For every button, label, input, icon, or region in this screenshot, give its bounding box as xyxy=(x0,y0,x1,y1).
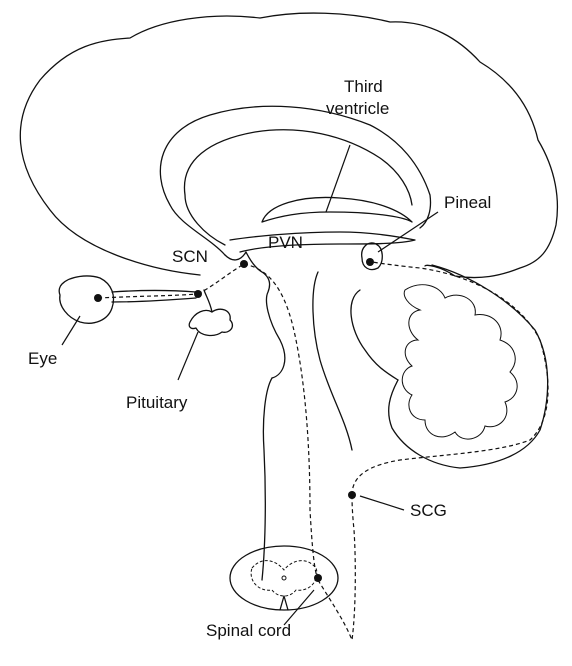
spinal-median-fissure xyxy=(280,596,288,610)
third-ventricle-leader xyxy=(326,145,350,212)
scg-leader xyxy=(360,496,404,510)
third-ventricle-cavity xyxy=(230,232,415,252)
scg-label: SCG xyxy=(410,501,447,520)
brainstem-posterior xyxy=(313,272,352,450)
brainstem-anterior xyxy=(262,378,272,580)
scn-node xyxy=(194,290,202,298)
third-ventricle-label-line1: Third xyxy=(344,77,383,96)
pineal-label: Pineal xyxy=(444,193,491,212)
cerebellum-folia xyxy=(402,285,517,439)
spinal-cord-leader xyxy=(284,590,314,625)
eye-globe xyxy=(59,276,113,323)
pituitary-label: Pituitary xyxy=(126,393,188,412)
pineal-gland xyxy=(362,243,383,270)
pituitary-leader xyxy=(178,332,198,380)
pituitary-stalk xyxy=(204,290,212,312)
spinal-cord-node xyxy=(314,574,322,582)
third-ventricle-label-line2: ventricle xyxy=(326,99,389,118)
pineal-node xyxy=(366,258,374,266)
scg-node xyxy=(348,491,356,499)
fornix xyxy=(262,197,412,222)
pvn-label: PVN xyxy=(268,233,303,252)
spinal-cord-label: Spinal cord xyxy=(206,621,291,640)
optic-nerve xyxy=(112,291,196,303)
cerebellum-outline xyxy=(389,265,548,468)
scn-label: SCN xyxy=(172,247,208,266)
eye-node xyxy=(94,294,102,302)
spinal-to-scg-tract xyxy=(318,495,355,640)
spinal-grey-matter xyxy=(251,561,317,596)
eye-leader xyxy=(62,316,80,345)
pituitary-gland xyxy=(189,309,232,335)
eye-label: Eye xyxy=(28,349,57,368)
scn-to-pvn-tract xyxy=(198,264,244,294)
cerebellar-peduncle xyxy=(351,290,398,380)
spinal-central-canal xyxy=(282,576,286,580)
pvn-descending-tract xyxy=(244,264,318,580)
scg-to-pineal-tract xyxy=(352,262,548,495)
pvn-node xyxy=(240,260,248,268)
corpus-callosum-inner xyxy=(184,130,412,245)
